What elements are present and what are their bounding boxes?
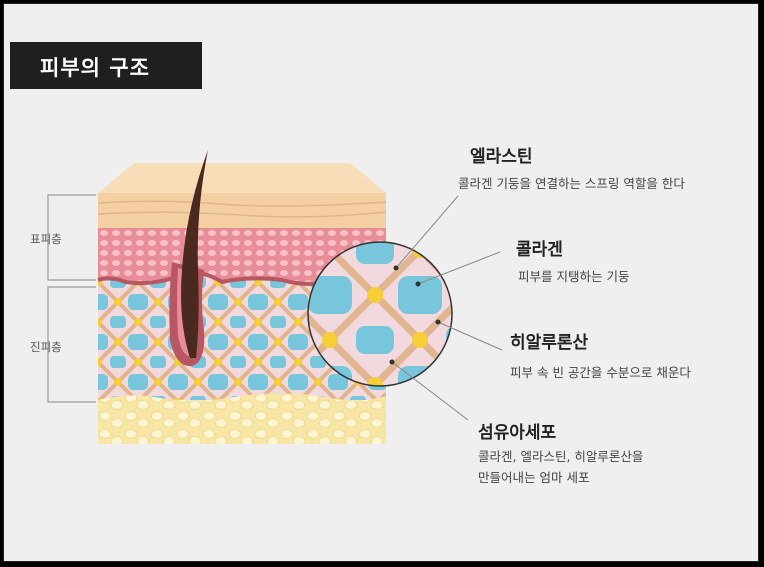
page-title: 피부의 구조 [40, 56, 150, 80]
elastin-desc: 콜라겐 기둥을 연결하는 스프링 역할을 한다 [458, 176, 685, 191]
epidermis-label: 표피층 [30, 232, 62, 246]
dermis-label: 진피층 [30, 340, 62, 354]
hair-shaft [181, 150, 208, 358]
epidermis-layer [98, 228, 386, 284]
hyaluronic-desc: 피부 속 빈 공간을 수분으로 채운다 [510, 365, 691, 380]
layer-brackets [47, 194, 96, 403]
fat-layer [98, 393, 386, 444]
hair-follicle [169, 150, 208, 367]
fibroblast-desc-line-1: 콜라겐, 엘라스틴, 히알루론산을 [478, 449, 644, 464]
stratum-corneum [97, 163, 387, 228]
elastin-title: 엘라스틴 [470, 147, 533, 167]
magnified-view [307, 241, 453, 387]
title-banner: 피부의 구조 [10, 42, 202, 89]
collagen-desc: 피부를 지탱하는 기둥 [518, 269, 630, 284]
hyaluronic-title: 히알루론산 [510, 333, 589, 353]
leader-dots [389, 265, 441, 365]
fibroblast-title: 섬유아세포 [478, 423, 557, 443]
fibroblast-desc-line-2: 만들어내는 엄마 세포 [478, 470, 590, 485]
collagen-title: 콜라겐 [516, 240, 563, 260]
leader-lines [391, 195, 503, 421]
